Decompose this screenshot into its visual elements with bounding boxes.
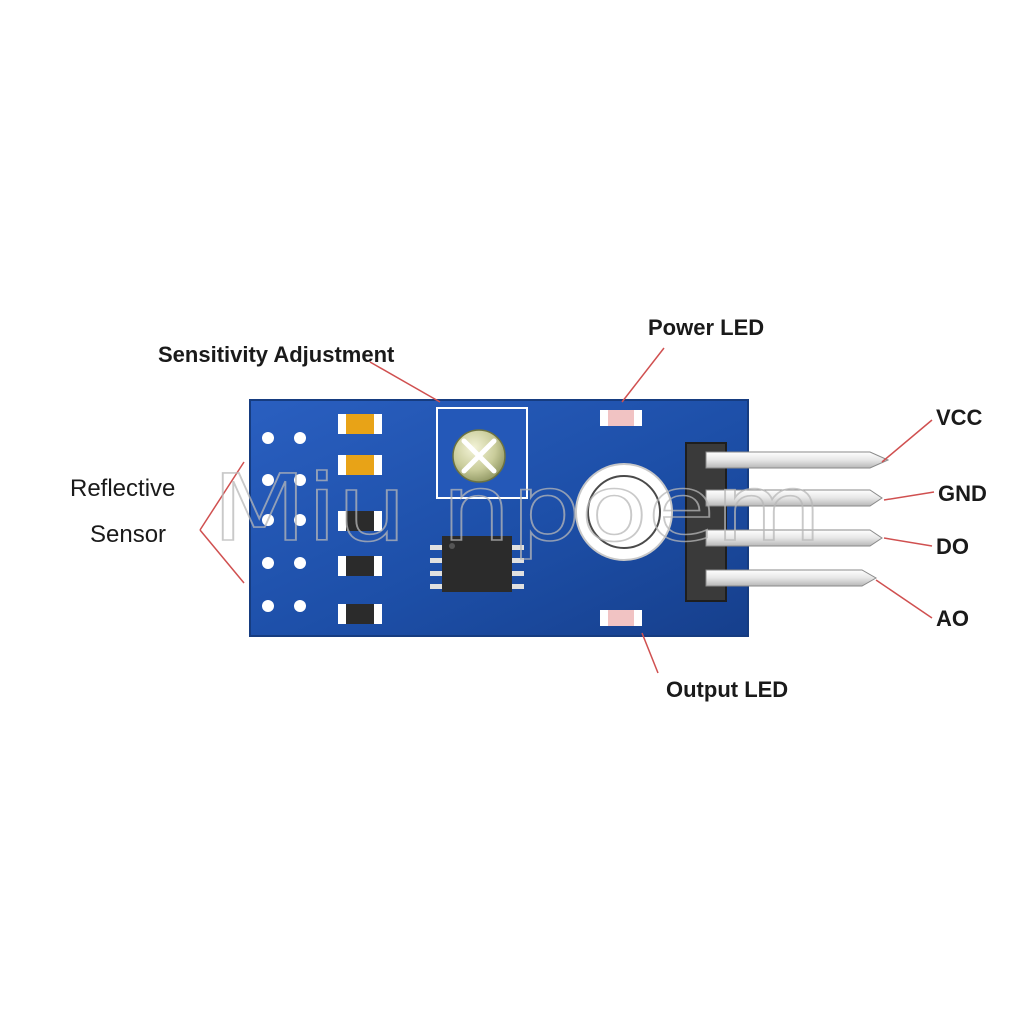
power-led: [600, 410, 642, 426]
label-pin-vcc: VCC: [936, 405, 983, 430]
ic-chip: [430, 536, 524, 592]
header-pins: [705, 451, 890, 587]
sensor-dot: [294, 600, 306, 612]
sensor-dot: [262, 557, 274, 569]
potentiometer: [436, 407, 528, 499]
leader-output-led: [641, 632, 659, 674]
pin-vcc: [705, 451, 890, 469]
smd-capacitor: [338, 414, 382, 434]
smd-resistor: [338, 511, 382, 531]
label-power-led: Power LED: [648, 315, 764, 340]
leader-ao: [875, 579, 933, 619]
leader-reflective-b: [199, 529, 245, 584]
sensor-dot: [262, 514, 274, 526]
round-component: [575, 463, 673, 561]
label-pin-gnd: GND: [938, 481, 987, 506]
label-pin-ao: AO: [936, 606, 969, 631]
pin-gnd: [705, 489, 883, 507]
smd-resistor: [338, 556, 382, 576]
label-sensitivity-adjustment: Sensitivity Adjustment: [158, 342, 395, 367]
sensor-dot: [262, 432, 274, 444]
label-pin-do: DO: [936, 534, 969, 559]
leader-sensitivity: [369, 361, 441, 403]
pin-do: [705, 529, 883, 547]
leader-gnd: [883, 491, 935, 501]
leader-power-led: [621, 347, 665, 403]
sensor-dot: [294, 514, 306, 526]
output-led: [600, 610, 642, 626]
smd-resistor: [338, 604, 382, 624]
label-output-led: Output LED: [666, 677, 788, 702]
label-reflective: Reflective: [70, 475, 175, 502]
leader-reflective-a: [199, 461, 245, 531]
pin-ao: [705, 569, 878, 587]
leader-do: [883, 537, 933, 547]
sensor-dot-grid: [262, 432, 306, 612]
leader-vcc: [881, 419, 933, 463]
smd-capacitor: [338, 455, 382, 475]
leader-lines: [199, 347, 935, 674]
sensor-dot: [294, 474, 306, 486]
label-sensor: Sensor: [90, 521, 166, 548]
watermark: Miu npoem: [212, 455, 822, 562]
sensor-dot: [294, 432, 306, 444]
sensor-dot: [262, 600, 274, 612]
sensor-dot: [294, 557, 306, 569]
sensor-dot: [262, 474, 274, 486]
